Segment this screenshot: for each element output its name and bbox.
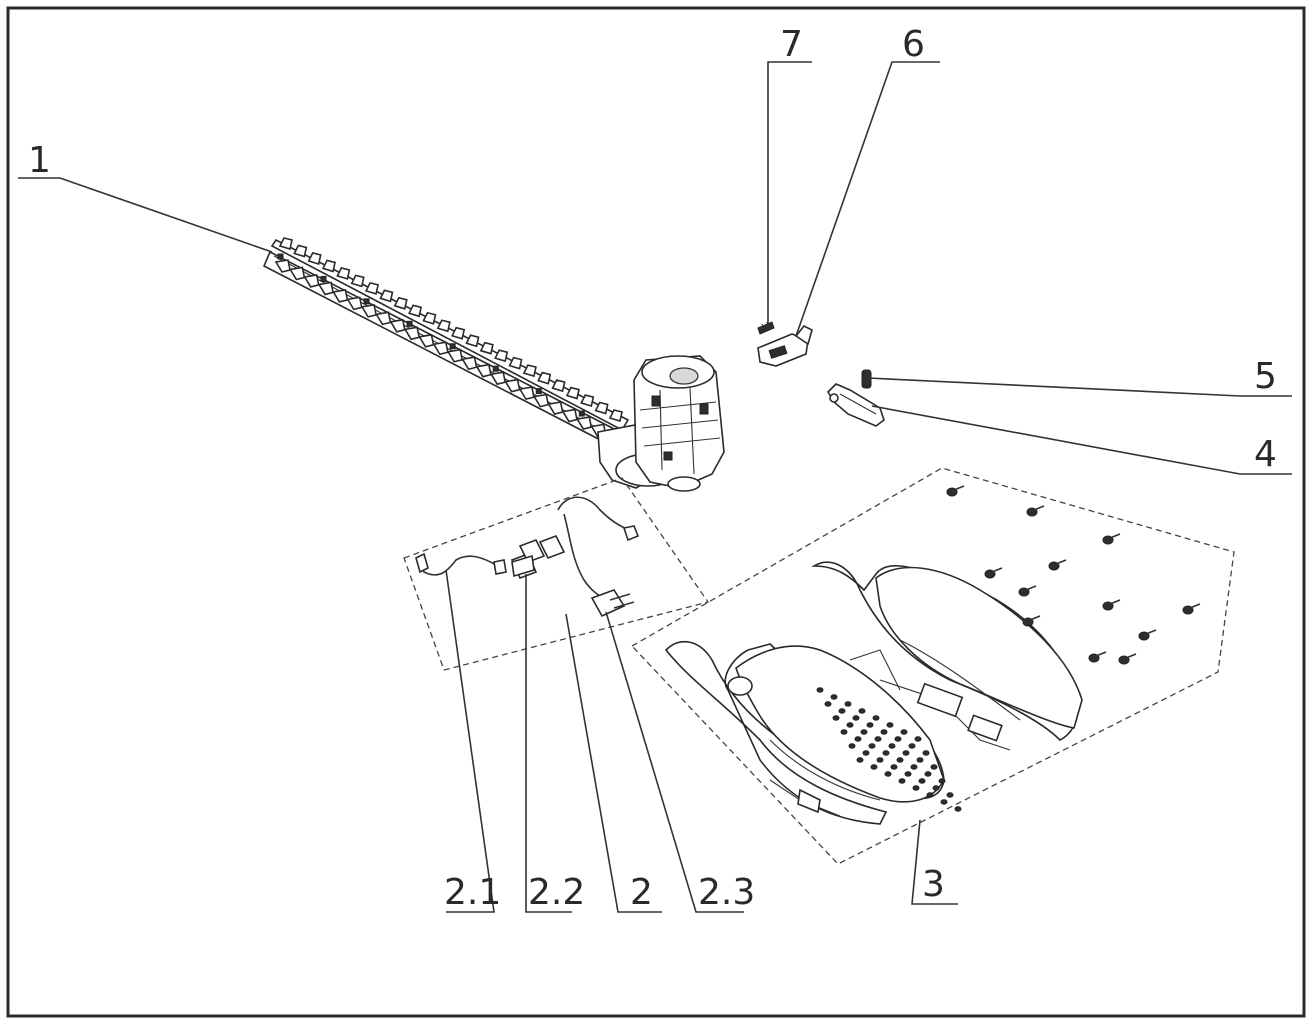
housing-vent-grid [816, 687, 962, 812]
blade-teeth [274, 237, 623, 445]
screw [1018, 585, 1037, 597]
screw [1026, 505, 1045, 517]
part-6-switch [757, 324, 813, 367]
callout-5: 5 [1254, 356, 1277, 397]
screw [1102, 533, 1121, 545]
callout-labels: 1 7 6 5 4 2.1 2.2 2 2.3 3 [28, 24, 1277, 913]
screw [1088, 651, 1107, 663]
part-2.3-power-cord [557, 496, 640, 618]
part-3-screws [946, 485, 1201, 665]
callout-1: 1 [28, 140, 51, 181]
part-2.1-wire [415, 552, 507, 576]
screw [1138, 629, 1157, 641]
screw [1182, 603, 1201, 615]
diagram-frame [6, 6, 1306, 1018]
motor [633, 355, 725, 492]
part-3-housing-right-half [811, 561, 1083, 751]
part-5-spring [861, 369, 872, 389]
part-2.2-terminal-blocks [510, 534, 566, 580]
callout-7: 7 [780, 24, 803, 65]
part-2-group-outline [403, 477, 710, 671]
callout-2.1: 2.1 [444, 872, 501, 913]
screw [1102, 599, 1121, 611]
screw [1022, 615, 1041, 627]
screw [1048, 559, 1067, 571]
callout-6: 6 [902, 24, 925, 65]
part-1-blade-motor-assembly [262, 237, 725, 492]
screw [984, 567, 1003, 579]
screw [946, 485, 965, 497]
part-3-housing-left-half [664, 640, 962, 825]
callout-2.2: 2.2 [528, 872, 585, 913]
screw [1118, 653, 1137, 665]
callout-4: 4 [1254, 434, 1277, 475]
part-3-group-outline [630, 467, 1235, 865]
blade-bar [262, 237, 630, 448]
part-4-trigger-lever [826, 383, 885, 427]
callout-3: 3 [922, 864, 945, 905]
leader-lines [18, 61, 1292, 913]
callout-2: 2 [630, 872, 653, 913]
callout-2.3: 2.3 [698, 872, 755, 913]
